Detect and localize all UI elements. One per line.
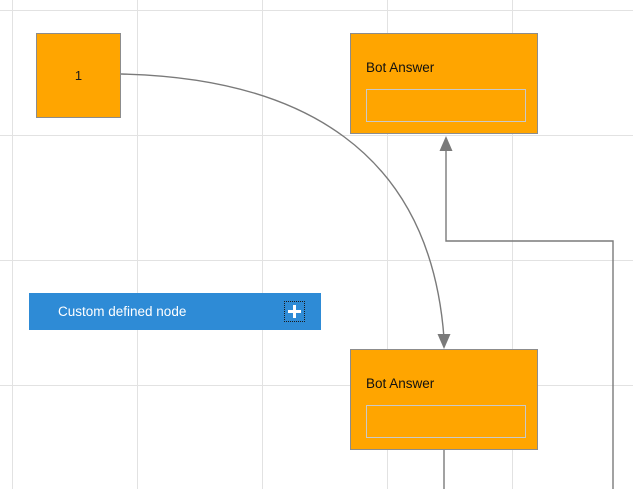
node-answer-slot[interactable] <box>366 405 526 438</box>
add-node-button[interactable] <box>284 301 305 322</box>
node-bot-answer-bottom[interactable]: Bot Answer <box>350 349 538 450</box>
node-title: Bot Answer <box>366 60 435 75</box>
node-bot-answer-top[interactable]: Bot Answer <box>350 33 538 134</box>
node-index-label: 1 <box>74 68 83 83</box>
custom-defined-node-bar[interactable]: Custom defined node <box>29 293 321 330</box>
custom-node-label: Custom defined node <box>58 303 187 319</box>
plus-icon <box>288 305 301 318</box>
node-square-1[interactable]: 1 <box>36 33 121 118</box>
node-title: Bot Answer <box>366 376 435 391</box>
node-answer-slot[interactable] <box>366 89 526 122</box>
